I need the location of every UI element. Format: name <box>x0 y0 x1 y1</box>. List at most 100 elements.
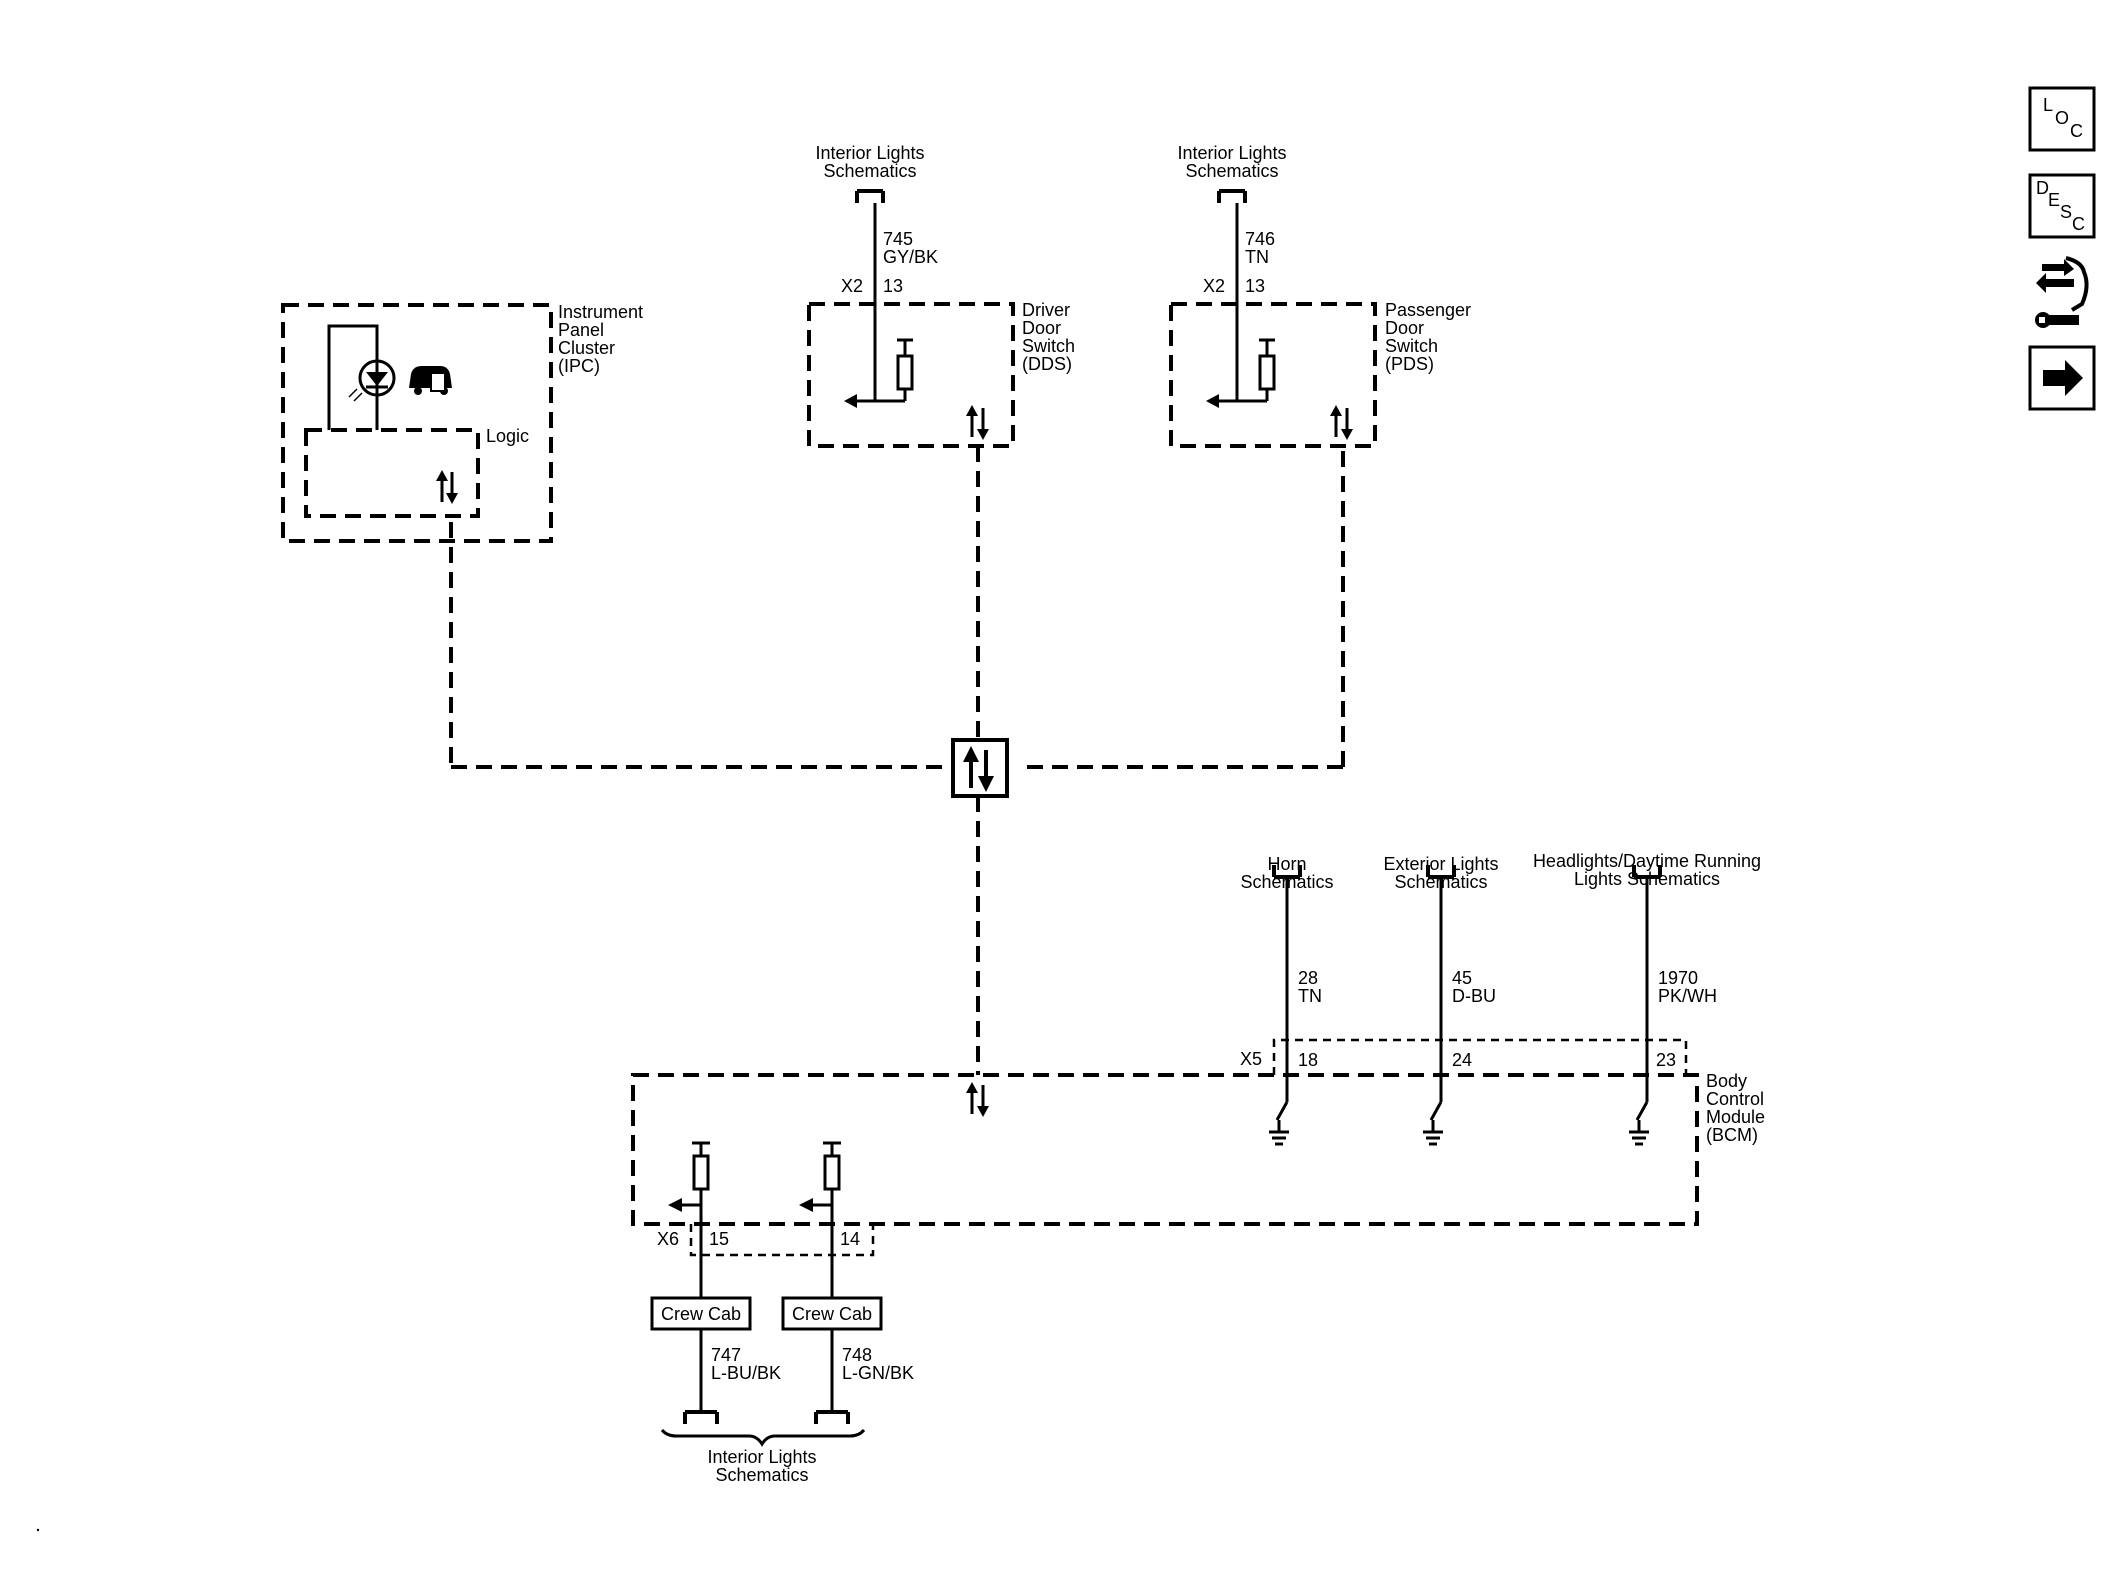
loc-letter-c: C <box>2070 121 2083 141</box>
ipc-module-box <box>281 303 553 543</box>
outputs-ref-line1: Interior Lights <box>707 1447 816 1467</box>
output-748-circuit-number: 748 <box>842 1345 872 1365</box>
output-15-resistor-icon <box>692 1154 710 1191</box>
outputs-ref-line2: Schematics <box>715 1465 808 1485</box>
bcm-label-1: Body <box>1706 1071 1747 1091</box>
output-14-resistor-icon <box>823 1154 841 1191</box>
indicator-circuit-line <box>327 324 379 430</box>
dds-connector: X2 <box>841 276 863 296</box>
pds-serial-data-arrows-icon <box>1330 405 1353 440</box>
bcm-label-3: Module <box>1706 1107 1765 1127</box>
crew-cab-option-1: Crew Cab <box>661 1304 741 1324</box>
next-page-button[interactable] <box>2028 345 2096 411</box>
pds-pin: 13 <box>1245 276 1265 296</box>
location-button[interactable]: L O C <box>2028 86 2096 152</box>
diagnostics-wrench-button[interactable] <box>2035 256 2089 328</box>
horn-switch-icon <box>1275 1101 1289 1121</box>
outputs-reference-bracket <box>660 1428 866 1447</box>
bcm-x6-connector-box <box>689 1224 875 1257</box>
horn-wire-color: TN <box>1298 986 1322 1006</box>
passenger-door-switch: Interior Lights Schematics 746 TN X2 13 … <box>1169 143 1471 448</box>
pds-label-2: Door <box>1385 318 1424 338</box>
dds-switch-resistor-icon <box>896 354 914 391</box>
headlights-circuit-number: 1970 <box>1658 968 1698 988</box>
bcm-x6-label: X6 <box>657 1229 679 1249</box>
headlights-wire-color: PK/WH <box>1658 986 1717 1006</box>
bcm-x5-connector-box <box>1272 1038 1688 1075</box>
pds-ref-line2: Schematics <box>1185 161 1278 181</box>
output-747-wire-color: L-BU/BK <box>711 1363 781 1383</box>
exterior-lights-ref-line1: Exterior Lights <box>1383 854 1498 874</box>
right-arrow-icon <box>2043 360 2083 396</box>
dds-serial-data-arrows-icon <box>966 405 989 440</box>
dds-label-2: Door <box>1022 318 1061 338</box>
driver-door-switch: Interior Lights Schematics 745 GY/BK X2 … <box>807 143 1075 448</box>
splice-serial-data-arrows-icon <box>963 746 994 792</box>
exterior-lights-pin: 24 <box>1452 1050 1472 1070</box>
ipc-label-2: Panel <box>558 320 604 340</box>
pds-label-4: (PDS) <box>1385 354 1434 374</box>
output-15-arrow-icon <box>668 1198 682 1212</box>
exterior-lights-circuit-number: 45 <box>1452 968 1472 988</box>
desc-letter-e: E <box>2048 190 2060 210</box>
dds-label-1: Driver <box>1022 300 1070 320</box>
dds-ref-line2: Schematics <box>823 161 916 181</box>
headlights-pin: 23 <box>1656 1050 1676 1070</box>
pds-switch-resistor-icon <box>1258 354 1276 391</box>
ipc-label-3: Cluster <box>558 338 615 358</box>
dds-ref-line1: Interior Lights <box>815 143 924 163</box>
headlights-ref-line1: Headlights/Daytime Running <box>1533 851 1761 871</box>
output-14-pin: 14 <box>840 1229 860 1249</box>
desc-letter-s: S <box>2060 202 2072 222</box>
instrument-panel-cluster: Instrument Panel Cluster (IPC) Logic <box>281 302 643 543</box>
pds-module-box <box>1169 302 1377 448</box>
output-748-wire-color: L-GN/BK <box>842 1363 914 1383</box>
dds-circuit-number: 745 <box>883 229 913 249</box>
bcm-label-2: Control <box>1706 1089 1764 1109</box>
description-button[interactable]: D E S C <box>2028 173 2096 239</box>
headlights-drl-input-circuit: Headlights/Daytime Running Lights Schema… <box>1533 851 1761 1146</box>
crew-cab-option-2: Crew Cab <box>792 1304 872 1324</box>
ipc-serial-data-arrows-icon <box>436 470 458 504</box>
dds-label-4: (DDS) <box>1022 354 1072 374</box>
horn-ref-line1: Horn <box>1267 854 1306 874</box>
diagnostic-arrows-wrench-icon <box>2035 256 2089 328</box>
loc-letter-o: O <box>2055 108 2069 128</box>
dds-label-3: Switch <box>1022 336 1075 356</box>
pds-circuit-number: 746 <box>1245 229 1275 249</box>
door-ajar-indicator-lamp-icon <box>348 359 396 402</box>
bcm-module-box <box>631 1073 1699 1226</box>
bcm-label-4: (BCM) <box>1706 1125 1758 1145</box>
pds-wire-color: TN <box>1245 247 1269 267</box>
output-747-circuit-number: 747 <box>711 1345 741 1365</box>
pds-label-1: Passenger <box>1385 300 1471 320</box>
door-ajar-vehicle-icon <box>409 366 452 395</box>
dds-module-box <box>807 302 1015 448</box>
interior-lights-output-748: 14 Crew Cab 748 L-GN/BK <box>781 1141 914 1424</box>
horn-pin: 18 <box>1298 1050 1318 1070</box>
serial-data-bus <box>449 446 1345 1075</box>
pds-label-3: Switch <box>1385 336 1438 356</box>
desc-letter-c: C <box>2072 214 2085 234</box>
desc-letter-d: D <box>2036 178 2049 198</box>
pds-input-arrow-icon <box>1206 394 1219 408</box>
ipc-label-4: (IPC) <box>558 356 600 376</box>
dds-pin: 13 <box>883 276 903 296</box>
horn-input-circuit: Horn Schematics 28 TN 18 <box>1240 854 1334 1146</box>
exterior-lights-input-circuit: Exterior Lights Schematics 45 D-BU 24 <box>1383 854 1499 1146</box>
dds-wire-color: GY/BK <box>883 247 938 267</box>
ipc-label-1: Instrument <box>558 302 643 322</box>
bcm-x5-label: X5 <box>1240 1049 1262 1069</box>
body-control-module: Body Control Module (BCM) X5 Horn Schema… <box>631 851 1765 1485</box>
pds-connector: X2 <box>1203 276 1225 296</box>
ipc-logic-box <box>304 428 480 518</box>
serial-data-splice-box <box>951 738 1009 798</box>
headlights-switch-icon <box>1635 1101 1649 1121</box>
dds-input-arrow-icon <box>844 394 857 408</box>
output-15-pin: 15 <box>709 1229 729 1249</box>
stray-mark <box>36 1528 40 1532</box>
loc-letter-l: L <box>2043 95 2053 115</box>
bcm-serial-data-arrows-icon <box>966 1082 989 1117</box>
horn-circuit-number: 28 <box>1298 968 1318 988</box>
